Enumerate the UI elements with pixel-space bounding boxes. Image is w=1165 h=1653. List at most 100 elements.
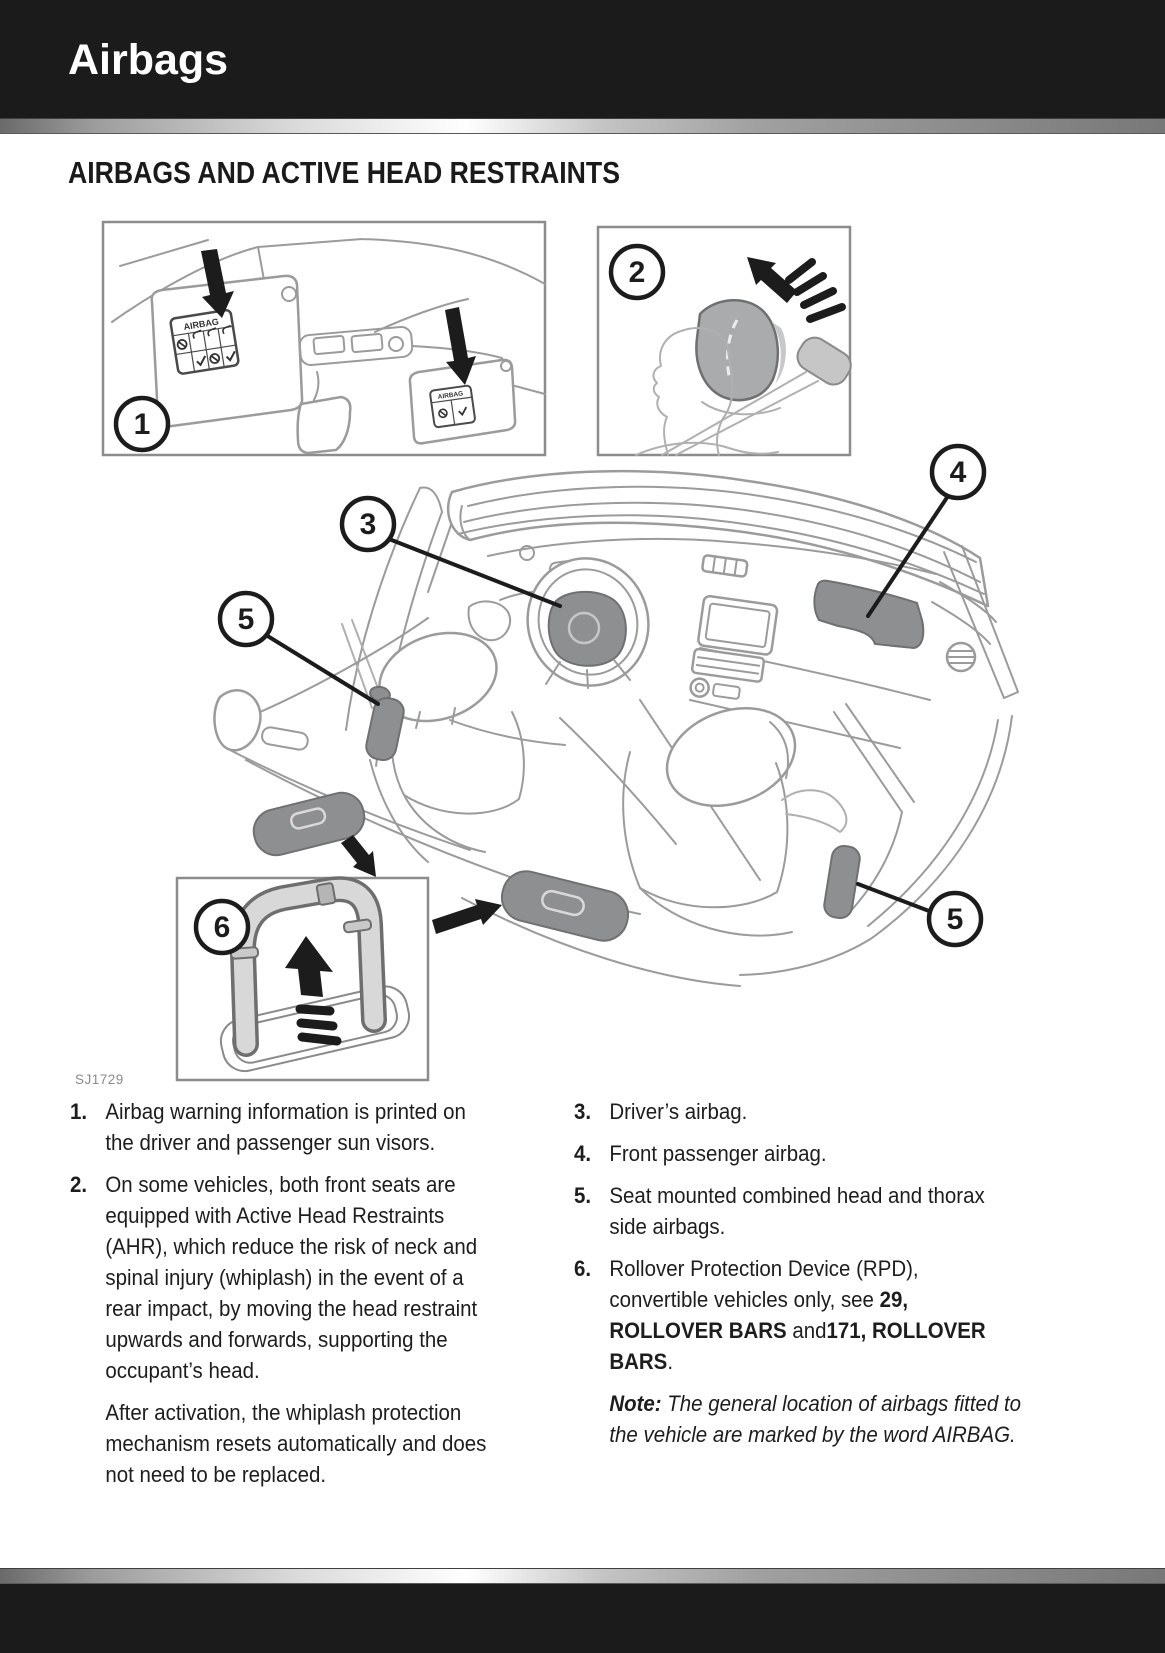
- callout-4: 4: [866, 443, 987, 618]
- text-segment: convertible vehicles only, see: [609, 1287, 880, 1312]
- text-line: the vehicle are marked by the word AIRBA…: [609, 1419, 1021, 1450]
- text-segment: ROLLOVER BARS: [609, 1318, 787, 1343]
- vent-slats: [711, 555, 738, 577]
- text-segment: Airbag warning information is printed on: [105, 1099, 466, 1124]
- head-restraint-shadow: [772, 322, 786, 384]
- callout-number: 1: [134, 408, 151, 441]
- text-segment: and: [786, 1318, 827, 1343]
- visor-pivot: [500, 360, 512, 372]
- visor-warning-label-small: AIRBAG: [429, 384, 476, 429]
- text-segment: Rollover Protection Device (RPD),: [609, 1256, 919, 1281]
- text-segment: .: [667, 1349, 674, 1374]
- check-icon: [225, 350, 236, 362]
- text-segment: occupant’s head.: [105, 1358, 260, 1383]
- text-line: spinal injury (whiplash) in the event of…: [105, 1262, 477, 1293]
- text-line: side airbags.: [609, 1211, 984, 1242]
- airbag-locations-figure: AIRBAG: [75, 220, 1019, 1087]
- list-number: 2.: [70, 1172, 88, 1197]
- inset-head-restraint: 2: [596, 225, 852, 457]
- callout-number: 2: [629, 256, 646, 289]
- text-segment: spinal injury (whiplash) in the event of…: [105, 1265, 464, 1290]
- section-heading: AIRBAGS AND ACTIVE HEAD RESTRAINTS: [68, 155, 620, 190]
- console-line: [559, 717, 677, 845]
- right-door-line: [739, 715, 1013, 976]
- deploy-stripes: [295, 1004, 342, 1046]
- text-line: Airbag warning information is printed on: [105, 1096, 466, 1127]
- callout-circle: [113, 395, 171, 453]
- head-restraint-shape: [695, 298, 780, 402]
- check-icon: [458, 406, 468, 417]
- windscreen-header-cap: [459, 505, 471, 541]
- callout-number: 3: [360, 508, 377, 541]
- seat-side: [369, 759, 429, 863]
- list-number: 5.: [574, 1183, 592, 1208]
- text-line: Front passenger airbag.: [609, 1138, 826, 1169]
- rollover-cover-front: [252, 791, 366, 857]
- callout-6: 6: [193, 898, 251, 956]
- map-light: [350, 332, 384, 354]
- rollover-cover-rear-detail: [541, 889, 585, 917]
- callout-number: 5: [238, 603, 255, 636]
- list-text: Rollover Protection Device (RPD), convert…: [609, 1253, 985, 1377]
- floor-line: [461, 897, 741, 987]
- text-segment: 171, ROLLOVER: [826, 1318, 986, 1343]
- radio-buttons: [712, 683, 741, 700]
- callout-2: 2: [608, 243, 666, 301]
- centre-stack: [689, 554, 779, 700]
- windscreen-header-line: [467, 485, 977, 563]
- windscreen-header-line: [463, 501, 981, 583]
- rpd-base-outer: [219, 985, 410, 1073]
- up-arrow-icon: [747, 257, 797, 303]
- text-segment: BARS: [609, 1349, 668, 1374]
- text-segment: After activation, the whiplash protectio…: [105, 1400, 462, 1425]
- glovebox-line: [689, 699, 901, 749]
- speaker-grille-lines: [947, 650, 975, 664]
- list-text: Driver’s airbag.: [609, 1096, 747, 1127]
- front-seat: [369, 631, 566, 863]
- label-title: AIRBAG: [437, 390, 463, 401]
- text-line: the driver and passenger sun visors.: [105, 1127, 466, 1158]
- seat-cushion: [403, 794, 486, 853]
- text-line: (AHR), which reduce the risk of neck and: [105, 1231, 477, 1262]
- figure-code: SJ1729: [75, 1072, 124, 1087]
- text-line: Driver’s airbag.: [609, 1096, 747, 1127]
- text-line: not need to be replaced.: [105, 1459, 486, 1490]
- callout-circle: [929, 443, 987, 501]
- rear-seat-cushion: [639, 887, 793, 937]
- arrow-icon: [201, 249, 234, 318]
- prohibit-icon: [438, 408, 448, 419]
- list-number: 6.: [574, 1256, 592, 1281]
- leader-line: [856, 882, 931, 913]
- callout-1: 1: [113, 395, 171, 453]
- dash-top-edge: [487, 537, 937, 575]
- seat-pictograms: [192, 324, 232, 339]
- mirror-arm: [313, 371, 320, 401]
- list-number: [574, 1388, 609, 1450]
- front-side-airbag-shape: [365, 696, 405, 762]
- footer-bar: 26: [0, 1584, 1165, 1653]
- text-segment: On some vehicles, both front seats are: [105, 1172, 456, 1197]
- callout-3: 3: [339, 495, 562, 608]
- callout-circle: [339, 495, 397, 553]
- text-line: ROLLOVER BARS and171, ROLLOVER: [609, 1315, 985, 1346]
- text-line: BARS.: [609, 1346, 985, 1377]
- text-line: convertible vehicles only, see 29,: [609, 1284, 985, 1315]
- roll-bar-collar: [342, 918, 373, 934]
- belt-guide: [781, 789, 848, 833]
- mirror-base: [467, 600, 512, 642]
- rearview-mirror: [296, 395, 352, 455]
- callout-number: 5: [947, 903, 964, 936]
- rollover-cover-front-detail: [290, 807, 327, 830]
- chapter-header-bar: Airbags: [0, 0, 1165, 118]
- callout-circle: [217, 590, 275, 648]
- list-item: 1.Airbag warning information is printed …: [70, 1096, 486, 1158]
- list-text: Note: The general location of airbags fi…: [609, 1388, 1021, 1450]
- text-line: After activation, the whiplash protectio…: [105, 1397, 486, 1428]
- radio-knob-inner: [694, 682, 705, 693]
- prohibit-icon: [178, 341, 187, 348]
- text-line: occupant’s head.: [105, 1355, 477, 1386]
- list-column-left: 1.Airbag warning information is printed …: [70, 1096, 486, 1501]
